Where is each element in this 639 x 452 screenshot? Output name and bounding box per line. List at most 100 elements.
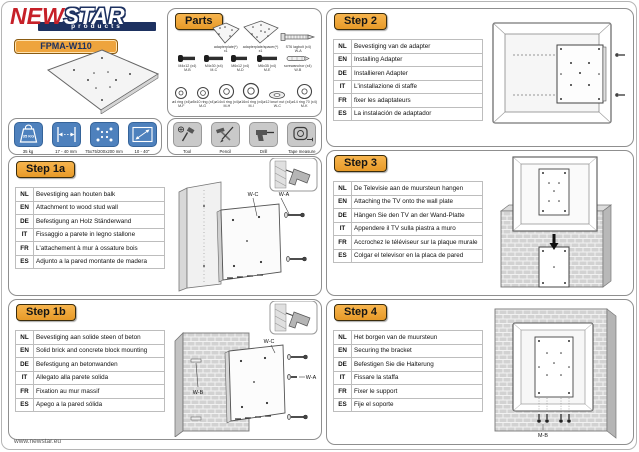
lang-text: L'attachement à mur à ossature bois xyxy=(33,241,165,256)
adapterplate-large-icon xyxy=(242,20,279,44)
spec-screen-size: 10 - 40" xyxy=(123,122,161,154)
step-3-figure xyxy=(499,156,613,288)
part-label: M6x35 (x4) xyxy=(258,64,277,68)
screen-size-icon xyxy=(127,122,157,147)
step-4-figure: M-B xyxy=(494,308,617,439)
part-washer: ø16x4 ring (x4) M-I xyxy=(239,82,263,108)
logo-products-banner: products xyxy=(38,22,156,31)
logo-star-text: STAR xyxy=(63,3,125,29)
lang-code: IT xyxy=(15,370,34,385)
part-washer: ø14x4 ring (x4) M-H xyxy=(215,83,239,108)
bolt-icon xyxy=(203,55,223,62)
fig-label-m-b: M-B xyxy=(538,433,548,439)
step-1b-figure: W-B W-C W-A xyxy=(174,301,318,437)
tool-item: Tape measure xyxy=(283,122,321,154)
part-qty: M-G xyxy=(199,104,207,109)
parts-row-plates: adapterplate(*) x1 adapterplate/spacer(*… xyxy=(210,19,317,53)
part-knurl-nut: ø12 knurl nut (x4) W-C xyxy=(263,90,291,108)
adapterplate-small-icon xyxy=(212,22,240,44)
vesa-pattern-icon xyxy=(89,122,119,147)
tool-icon xyxy=(172,122,202,147)
step-1a-title-badge: Step 1a xyxy=(16,161,76,178)
fig-label-w-a: W-A xyxy=(306,375,317,381)
model-badge: FPMA-W110 xyxy=(14,39,118,54)
lang-text: L'installazione di staffe xyxy=(351,79,483,94)
part-adapterplate-small: adapterplate(*) x1 xyxy=(211,21,241,53)
step-2-figure xyxy=(492,22,625,124)
tool-item: Pencil xyxy=(206,122,244,154)
part-qty: M-C xyxy=(210,68,218,73)
lang-code: FR xyxy=(15,241,34,256)
part-label: ø4 ring (x4) xyxy=(172,100,191,104)
lang-text: Attaching the TV onto the wall plate xyxy=(351,194,483,209)
part-qty: W-B xyxy=(294,68,302,73)
lang-text: Bevestiging aan solide steen of beton xyxy=(33,330,165,345)
fig-label-w-b: W-B xyxy=(193,390,204,396)
lang-code: NL xyxy=(333,39,352,54)
washer-icon xyxy=(175,87,188,99)
tool-item: Drill xyxy=(245,122,283,154)
lang-code: IT xyxy=(333,221,352,236)
part-label: ø16x4 ring (x4) xyxy=(239,100,264,104)
lang-text: Securing the bracket xyxy=(351,343,483,358)
lang-code: NL xyxy=(15,187,34,202)
part-label: M4x30 (x4) xyxy=(204,64,223,68)
lang-text: Befestigung an Holz Ständerwand xyxy=(33,214,165,229)
brand-logo: NEWSTAR products xyxy=(10,5,180,31)
part-bolt: M4x30 (x4) M-C xyxy=(203,53,225,72)
lagbolt-icon xyxy=(280,33,316,41)
part-anchor: screwanchor (x4) W-B xyxy=(284,53,312,72)
step-4-title-badge: Step 4 xyxy=(334,304,388,321)
spec-max-weight: 35 KG 35 kg xyxy=(9,122,47,154)
part-bolt: M4x12 (x4) M-B xyxy=(177,53,197,72)
part-label: M4x12 (x4) xyxy=(178,64,197,68)
part-adapterplate-large: adapterplate/spacer(*) x1 xyxy=(242,19,280,53)
tool-label: Pencil xyxy=(219,148,232,154)
washer-icon xyxy=(296,83,312,100)
part-qty: x1 xyxy=(258,49,263,54)
lang-code: ES xyxy=(333,106,352,121)
lang-code: EN xyxy=(333,52,352,67)
lang-code: DE xyxy=(333,66,352,81)
parts-row-bolts: M4x12 (x4) M-B M4x30 (x4) M-C M6x12 (x4)… xyxy=(172,53,317,72)
tool-label: Drill xyxy=(259,148,268,154)
lang-code: FR xyxy=(333,93,352,108)
lang-text: Attachment to wood stud wall xyxy=(33,200,165,215)
lang-text: Fije el soporte xyxy=(351,397,483,412)
lang-code: DE xyxy=(15,357,34,372)
tool-label: Tape measure xyxy=(288,148,316,154)
bolt-icon xyxy=(178,55,196,62)
lang-text: Accrochez le téléviseur sur la plaque mu… xyxy=(351,235,483,250)
part-qty: M-E xyxy=(263,68,271,73)
logo-new-text: NEW xyxy=(10,3,64,29)
lang-code: IT xyxy=(15,227,34,242)
tape-measure-icon xyxy=(287,122,317,147)
part-washer: ø4 ring (x4) M-F xyxy=(172,86,190,108)
lang-text: Befestigen Sie die Halterung xyxy=(351,357,483,372)
fig-label-w-c: W-C xyxy=(264,339,275,345)
lang-code: EN xyxy=(15,200,34,215)
part-qty: M-H xyxy=(223,104,231,109)
wall-distance-icon xyxy=(51,122,81,147)
